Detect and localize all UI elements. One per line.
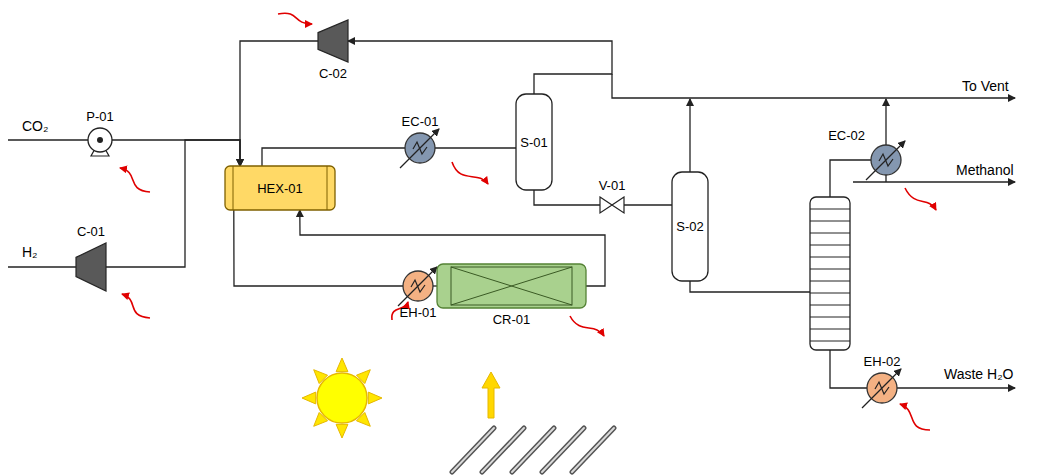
- stream-label: Waste H₂O: [944, 366, 1013, 383]
- process-stream: [534, 190, 600, 205]
- comp-symbol: [76, 243, 106, 291]
- equipment-comp: C-02: [318, 20, 348, 62]
- equipment-hex: HEX-01: [225, 166, 335, 210]
- stream-label: Methanol: [956, 162, 1014, 179]
- equipment-reactor: CR-01: [437, 264, 586, 308]
- process-stream: [106, 140, 240, 267]
- equipment-tag: S-01: [520, 135, 547, 150]
- equipment-vessel: S-02: [672, 172, 708, 281]
- distillation-column: [810, 197, 850, 350]
- solar-heat-arrow: [482, 372, 500, 418]
- comp-symbol: [318, 20, 348, 62]
- sun-symbol: [302, 358, 382, 438]
- equipment-pump: P-01: [88, 128, 112, 152]
- equipment-tag: S-02: [676, 219, 703, 234]
- stream-label: CO₂: [22, 118, 48, 135]
- equipment-tag: V-01: [599, 178, 626, 193]
- equipment-tag: C-02: [319, 66, 347, 81]
- cooler-symbol: [871, 145, 901, 175]
- stream-label: To Vent: [962, 78, 1009, 95]
- equipment-tag: EC-02: [828, 128, 865, 143]
- equipment-tag: P-01: [86, 109, 113, 124]
- process-stream: [348, 41, 612, 94]
- process-stream: [262, 148, 405, 166]
- energy-arrows: [120, 13, 936, 430]
- equipment-vessel: S-01: [516, 94, 552, 190]
- equipment-tag: EH-01: [400, 305, 437, 320]
- process-stream: [435, 147, 516, 148]
- stream-lines: [8, 74, 1015, 388]
- valve-symbol: [600, 197, 624, 213]
- process-stream: [234, 210, 403, 286]
- equipment-tag: C-01: [77, 224, 105, 239]
- heater-symbol: [403, 271, 433, 301]
- reactor-symbol: [437, 264, 586, 308]
- process-stream: [624, 204, 672, 205]
- process-stream: [240, 41, 318, 166]
- equipment-tag: EH-02: [864, 354, 901, 369]
- equipment-valve: V-01: [600, 197, 624, 213]
- heater-symbol: [867, 373, 897, 403]
- equipment-cooler: EC-01: [405, 133, 435, 163]
- cooler-symbol: [405, 133, 435, 163]
- equipment-cooler: EC-02: [871, 145, 901, 175]
- stream-label: H₂: [22, 244, 38, 261]
- equipment-heater: EH-01: [403, 271, 433, 301]
- process-stream: [112, 140, 240, 166]
- equipment-comp: C-01: [76, 243, 106, 291]
- equipment-tag: CR-01: [493, 312, 531, 327]
- pump-symbol: [88, 128, 112, 152]
- equipment-tag: HEX-01: [257, 181, 303, 196]
- equipment-heater: EH-02: [867, 373, 897, 403]
- equipment-tag: EC-01: [402, 114, 439, 129]
- solar-collectors: [452, 428, 614, 472]
